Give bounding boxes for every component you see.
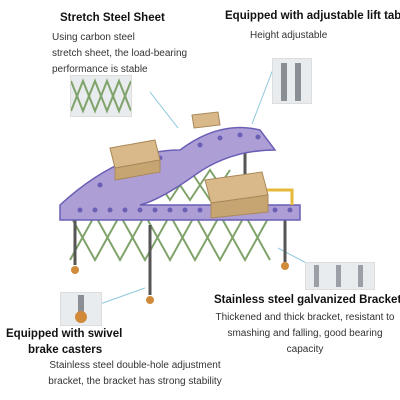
callout-line-casters bbox=[99, 287, 146, 305]
feature-title-steel-sheet: Stretch Steel Sheet bbox=[60, 12, 165, 24]
bracket-inset bbox=[305, 262, 375, 290]
callout-line-bracket bbox=[277, 247, 311, 266]
cardboard-boxes bbox=[109, 111, 269, 219]
yellow-handle bbox=[260, 188, 294, 205]
callout-line-steel-sheet bbox=[149, 91, 179, 129]
feature-desc-casters: Stainless steel double-hole adjustment b… bbox=[48, 360, 222, 387]
lift-table-inset bbox=[272, 58, 312, 104]
callout-line-lift-table bbox=[251, 63, 276, 125]
feature-desc-steel-sheet: Using carbon steel stretch sheet, the lo… bbox=[52, 32, 188, 75]
feature-title-lift-table: Equipped with adjustable lift table bbox=[225, 10, 400, 22]
feature-desc-lift-table: Height adjustable bbox=[250, 30, 328, 41]
feature-title-bracket: Stainless steel galvanized Bracket bbox=[214, 294, 400, 306]
feature-title-casters: Equipped with swivel brake casters bbox=[6, 328, 123, 356]
caster-inset bbox=[60, 292, 102, 326]
steel-sheet-inset bbox=[70, 75, 132, 117]
caster-wheels bbox=[71, 262, 289, 304]
feature-desc-bracket: Thickened and thick bracket, resistant t… bbox=[215, 312, 395, 355]
